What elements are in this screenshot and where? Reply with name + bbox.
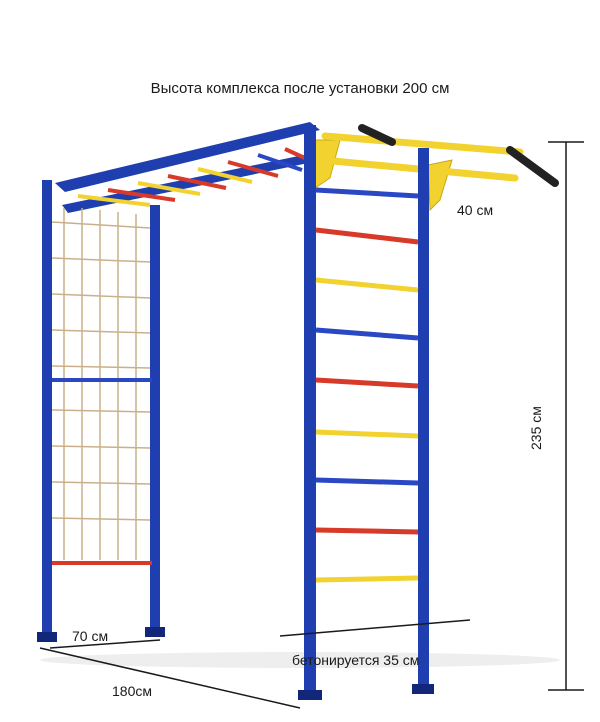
monkey-rung xyxy=(167,174,227,190)
caption: Высота комплекса после установки 200 см xyxy=(150,80,450,97)
monkey-rung xyxy=(197,167,253,184)
wall-bar-rung xyxy=(315,227,419,245)
width-label: 180см xyxy=(112,683,152,699)
width-dimension-line xyxy=(39,647,301,709)
monkey-rung xyxy=(227,160,279,178)
height-label: 235 см xyxy=(528,406,544,450)
wall-bar-rung xyxy=(315,429,419,439)
right-post xyxy=(304,125,316,695)
wall-bar-rung xyxy=(315,187,419,199)
monkey-rung xyxy=(137,181,201,196)
post-foot xyxy=(412,684,434,694)
ground-shadow xyxy=(40,652,560,668)
monkey-bars xyxy=(55,122,320,213)
pull-up-handle xyxy=(506,146,559,187)
climbing-net xyxy=(51,208,151,560)
wall-bar-rung xyxy=(315,377,419,389)
dimension-lines xyxy=(39,141,584,709)
wall-bar-rung xyxy=(315,527,419,535)
concrete-dimension-line xyxy=(279,619,471,637)
post-foot xyxy=(37,632,57,642)
wall-bar-rung xyxy=(315,277,419,293)
pull-up-handle xyxy=(358,124,396,146)
pull-up-bar xyxy=(311,124,559,212)
wall-bars xyxy=(298,125,434,700)
left-post xyxy=(42,180,52,640)
monkey-rung xyxy=(257,153,303,172)
right-post xyxy=(418,148,429,688)
wall-bar-rung xyxy=(315,575,419,583)
pull-up-length-label: 40 см xyxy=(457,202,494,218)
left-post xyxy=(150,205,160,635)
pull-up-arm xyxy=(321,132,524,156)
depth-dimension-line xyxy=(49,639,161,649)
monkey-rung xyxy=(107,188,176,202)
monkey-bars-frame-back xyxy=(55,122,320,192)
depth-label: 70 см xyxy=(72,628,109,644)
post-foot xyxy=(298,690,322,700)
net-ladder xyxy=(37,180,165,642)
wall-bar-rung xyxy=(315,327,419,341)
post-foot xyxy=(145,627,165,637)
pull-up-bracket xyxy=(311,139,341,191)
wall-bar-rung xyxy=(315,477,419,486)
monkey-rung xyxy=(77,194,151,207)
concrete-depth-label: бетонируется 35 см xyxy=(292,652,420,668)
